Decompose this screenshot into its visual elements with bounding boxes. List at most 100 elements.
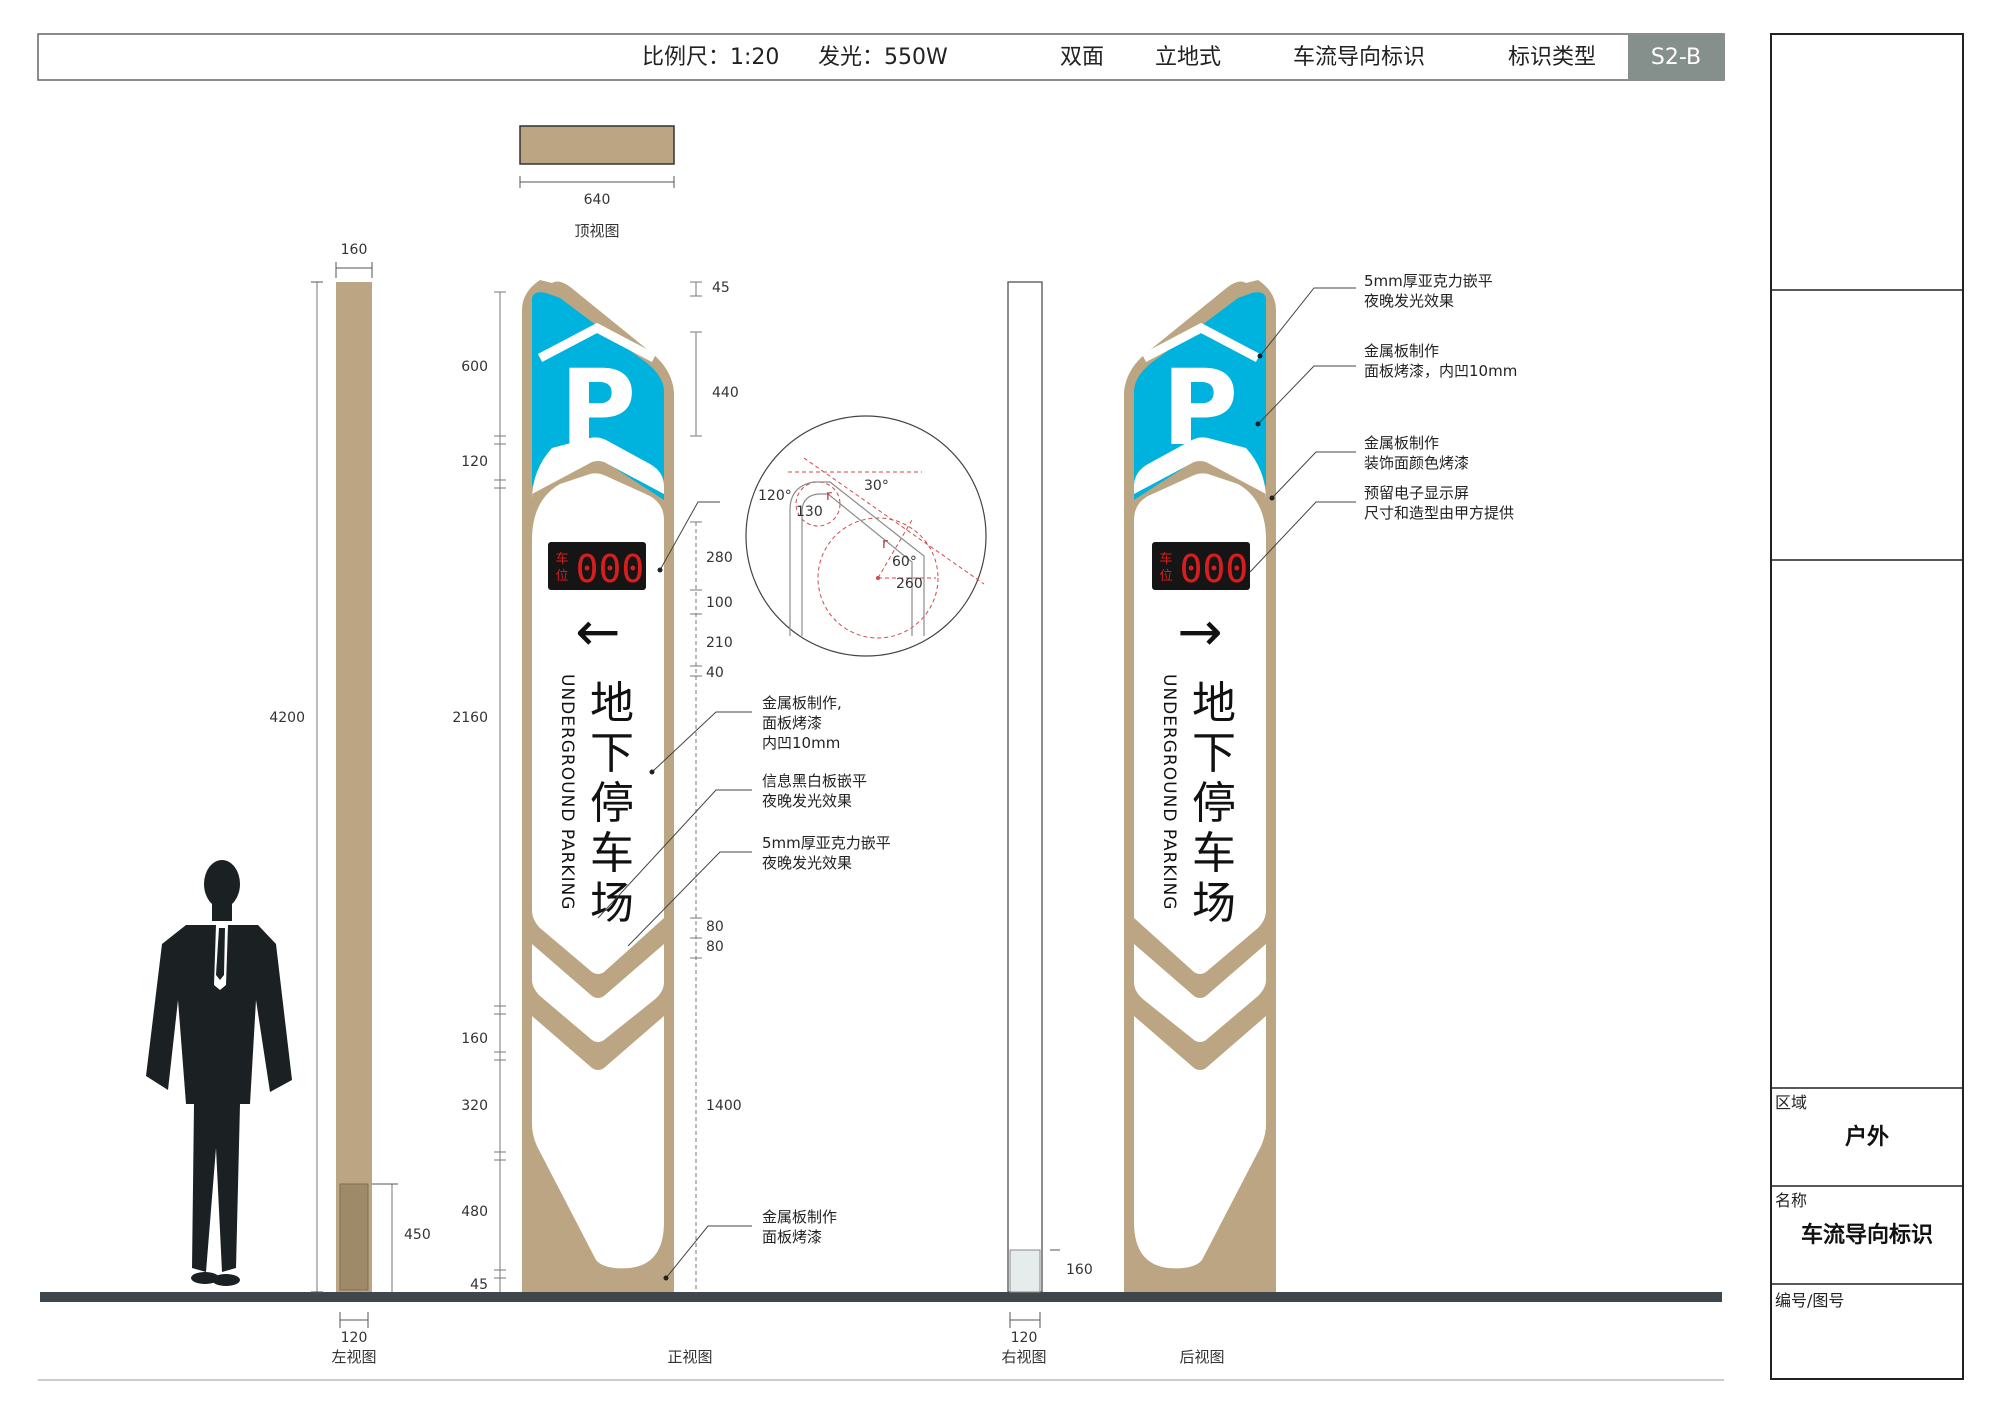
back-main-panel — [1134, 473, 1266, 974]
right-view-body — [1007, 281, 1043, 1293]
front-dim-right — [690, 281, 702, 1292]
back-note-n1: 夜晚发光效果 — [1364, 292, 1454, 310]
right-view: 160 120 右视图 — [1001, 281, 1093, 1366]
title-block: 区域 户外 名称 车流导向标识 编号/图号 — [1770, 33, 1964, 1380]
top-view-label: 顶视图 — [574, 222, 619, 240]
name-label: 名称 — [1775, 1191, 1807, 1210]
dim-front-45-top: 45 — [712, 280, 730, 296]
parking-counter-display — [548, 542, 646, 590]
left-view-body — [336, 282, 372, 1292]
title-block-frame — [1770, 33, 1964, 1380]
ground-line — [40, 1292, 1722, 1302]
front-note-n3: 夜晚发光效果 — [762, 854, 852, 872]
dim-front-480: 480 — [461, 1204, 488, 1220]
left-view: 160 4200 450 120 左视图 — [269, 242, 430, 1366]
dim-front-80a: 80 — [706, 919, 724, 935]
back-note-n4: 尺寸和造型由甲方提供 — [1364, 504, 1514, 522]
back-note-n2: 面板烤漆，内凹10mm — [1364, 362, 1517, 380]
cn-title-char: 地 — [590, 678, 634, 729]
number-label: 编号/图号 — [1775, 1291, 1844, 1310]
header-code: S2-B — [1651, 45, 1701, 70]
dim-front-120: 120 — [461, 454, 488, 470]
counter-label-2: 位 — [555, 569, 568, 584]
area-label: 区域 — [1775, 1093, 1807, 1112]
dim-front-210: 210 — [706, 635, 733, 651]
front-band-low-1 — [532, 944, 664, 1042]
front-band-top-1 — [532, 437, 664, 500]
header-sides: 双面 — [1060, 45, 1104, 70]
top-view: 640 顶视图 — [519, 125, 675, 240]
back-band-low-2 — [1134, 1016, 1266, 1269]
header-mount: 立地式 — [1155, 45, 1221, 70]
cn-title-char: 停 — [1192, 778, 1236, 829]
dim-front-40: 40 — [706, 665, 724, 681]
cn-title-char: 停 — [590, 778, 634, 829]
cn-title-char: 车 — [590, 828, 634, 879]
back-en-title: UNDERGROUND PARKING — [1159, 674, 1179, 910]
detail-circle — [745, 415, 987, 657]
cn-title-char: 下 — [590, 728, 634, 779]
back-counter-label-1: 车 — [1159, 551, 1172, 567]
cn-title-char: 车 — [1192, 828, 1236, 879]
dim-front-45-bottom: 45 — [470, 1277, 488, 1293]
direction-arrow-right-icon: → — [1177, 600, 1222, 663]
right-view-label: 右视图 — [1001, 1348, 1046, 1366]
left-view-base — [339, 1183, 369, 1291]
detail-angle-30: 30° — [864, 478, 889, 494]
detail-angle-60: 60° — [892, 554, 917, 570]
cn-title-char: 下 — [1192, 728, 1236, 779]
back-note-n3: 金属板制作 — [1364, 434, 1439, 452]
dim-front-160: 160 — [461, 1031, 488, 1047]
header-sign-name: 车流导向标识 — [1293, 45, 1425, 70]
cn-title-char: 地 — [1192, 678, 1236, 729]
counter-label-1: 车 — [555, 551, 568, 567]
back-counter-value: 000 — [1180, 547, 1249, 591]
dim-front-280: 280 — [706, 550, 733, 566]
header-bar: 比例尺：1:20 发光：550W 双面 立地式 车流导向标识 标识类型 S2-B — [37, 33, 1725, 81]
dim-top-width: 640 — [584, 192, 611, 208]
back-counter-label-2: 位 — [1159, 569, 1172, 584]
detail-angle-120: 120° — [758, 488, 792, 504]
parking-roof-icon — [537, 322, 657, 362]
dim-front-1400: 1400 — [706, 1098, 742, 1114]
dim-front-80b: 80 — [706, 939, 724, 955]
back-note-n1: 5mm厚亚克力嵌平 — [1364, 272, 1493, 290]
detail-r2: r — [882, 536, 888, 552]
area-value: 户外 — [1845, 1124, 1889, 1150]
cn-title-char: 场 — [1192, 878, 1236, 929]
header-type-label: 标识类型 — [1508, 45, 1596, 70]
back-note-n2: 金属板制作 — [1364, 342, 1439, 360]
back-note-n3: 装饰面颜色烤漆 — [1364, 454, 1469, 472]
front-main-panel — [532, 473, 664, 974]
front-note-n1: 面板烤漆 — [762, 714, 822, 732]
back-notes: 5mm厚亚克力嵌平夜晚发光效果金属板制作面板烤漆，内凹10mm金属板制作装饰面颜… — [1364, 272, 1517, 522]
front-note-n3: 5mm厚亚克力嵌平 — [762, 834, 891, 852]
dim-base-height: 450 — [404, 1227, 431, 1243]
front-note-n1: 内凹10mm — [762, 734, 840, 752]
direction-arrow-left-icon: ← — [575, 600, 620, 663]
header-power: 发光：550W — [818, 45, 948, 70]
header-code-tag — [1628, 34, 1724, 80]
right-view-base — [1009, 1249, 1041, 1293]
back-band-top-1 — [1134, 437, 1266, 500]
dim-right-base-height: 160 — [1066, 1262, 1093, 1278]
front-leaders — [597, 501, 752, 1279]
front-note-n2: 夜晚发光效果 — [762, 792, 852, 810]
name-value: 车流导向标识 — [1801, 1222, 1933, 1248]
back-view-label: 后视图 — [1179, 1348, 1224, 1366]
header-scale: 比例尺：1:20 — [642, 45, 779, 70]
dim-right-base-width: 120 — [1011, 1330, 1038, 1346]
dim-side-top: 160 — [341, 242, 368, 258]
front-note-n4: 面板烤漆 — [762, 1228, 822, 1246]
back-band-low-1 — [1134, 944, 1266, 1042]
top-view-body — [519, 125, 675, 165]
dim-front-2160: 2160 — [452, 710, 488, 726]
dim-height-total: 4200 — [269, 710, 305, 726]
counter-value: 000 — [576, 547, 645, 591]
front-band-low-2 — [532, 1016, 664, 1269]
back-parking-counter-display — [1152, 542, 1250, 590]
front-en-title: UNDERGROUND PARKING — [557, 674, 577, 910]
